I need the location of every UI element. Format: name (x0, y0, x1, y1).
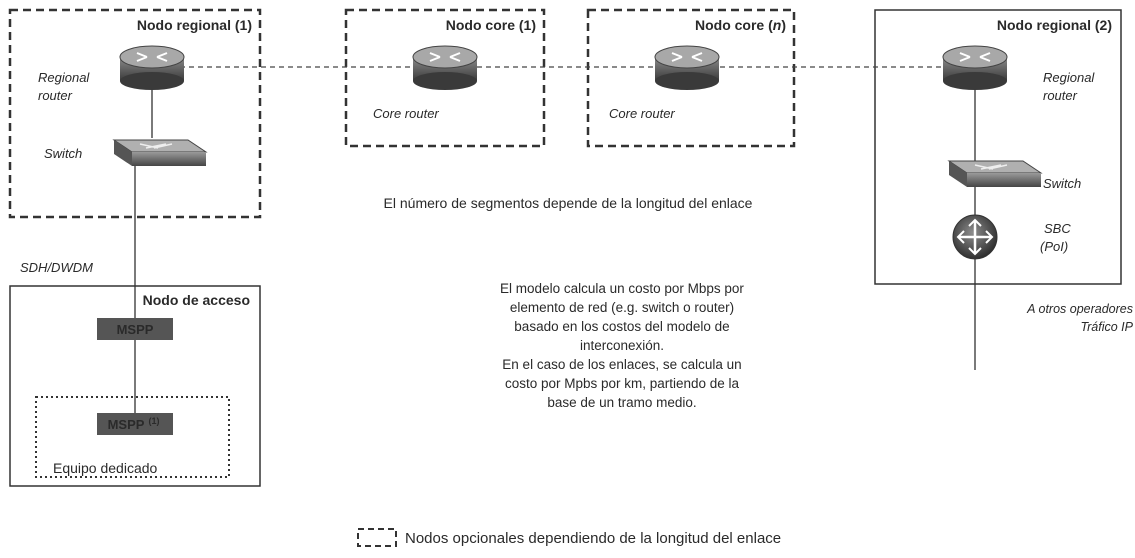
regional-router-2-label-2: router (1043, 88, 1078, 103)
regional-router-2-icon (942, 45, 1008, 90)
model-note-line-2: elemento de red (e.g. switch o router) (510, 300, 734, 315)
core-node-1-box (344, 8, 546, 148)
model-note-line-7: base de un tramo medio. (547, 395, 696, 410)
regional-node-1-box (8, 8, 262, 219)
regional-node-2-box (874, 9, 1122, 285)
mspp-label: MSPP (117, 322, 154, 337)
switch-2-icon (947, 160, 1043, 187)
sbc-icon (952, 214, 998, 260)
dedicated-equipment-label: Equipo dedicado (53, 460, 158, 476)
ip-traffic-label: Tráfico IP (1080, 320, 1133, 334)
core-node-1-title: Nodo core (1) (446, 17, 536, 33)
regional-router-2-label-1: Regional (1043, 70, 1095, 85)
sbc-label-1: SBC (1044, 221, 1071, 236)
model-note-line-3: basado en los costos del modelo de (514, 319, 729, 334)
model-note-line-6: costo por Mpbs por km, partiendo de la (505, 376, 740, 391)
regional-router-1-label-1: Regional (38, 70, 90, 85)
model-note-line-4: interconexión. (580, 338, 664, 353)
core-node-n-box (586, 8, 796, 148)
mspp-dedicated-label: MSPP (108, 417, 145, 432)
model-note: El modelo calcula un costo por Mbps por … (500, 281, 744, 410)
switch-1-label: Switch (44, 146, 82, 161)
model-note-line-1: El modelo calcula un costo por Mbps por (500, 281, 744, 296)
core-router-n-icon (654, 45, 720, 90)
access-node-title: Nodo de acceso (143, 292, 250, 308)
core-router-n-label: Core router (609, 106, 675, 121)
regional-node-2-title: Nodo regional (2) (997, 17, 1112, 33)
core-router-1-label: Core router (373, 106, 439, 121)
legend-optional-nodes: Nodos opcionales dependiendo de la longi… (405, 530, 781, 547)
mspp-footnote: (1) (149, 416, 160, 426)
external-operators-label: A otros operadores (1026, 302, 1133, 316)
switch-1-icon (112, 139, 208, 166)
mspp-box: MSPP (97, 318, 173, 340)
switch-2-label: Switch (1043, 176, 1081, 191)
core-node-n-title: Nodo core (n) (695, 17, 786, 33)
regional-router-1-label-2: router (38, 88, 73, 103)
regional-router-1-icon (119, 45, 185, 90)
sdh-dwdm-label: SDH/DWDM (20, 260, 93, 275)
mspp-dedicated-box: MSPP (1) (97, 413, 173, 435)
core-router-1-icon (412, 45, 478, 90)
segments-note: El número de segmentos depende de la lon… (384, 195, 753, 211)
model-note-line-5: En el caso de los enlaces, se calcula un (502, 357, 741, 372)
dedicated-equipment-box (35, 396, 230, 478)
regional-node-1-title: Nodo regional (1) (137, 17, 252, 33)
sbc-label-2: (PoI) (1040, 239, 1068, 254)
legend-dashed-swatch (357, 528, 397, 547)
